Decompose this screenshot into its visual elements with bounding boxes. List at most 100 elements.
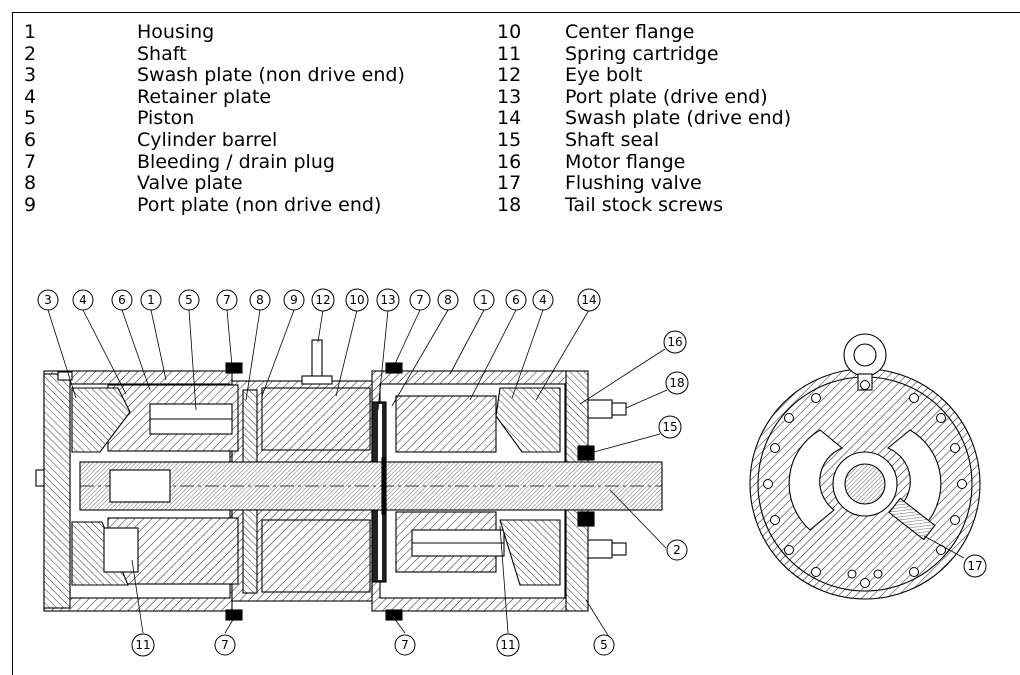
callout-badge: 6 — [505, 289, 527, 311]
callout-badge: 18 — [665, 371, 689, 395]
legend-number: 3 — [24, 64, 37, 87]
svg-text:7: 7 — [416, 293, 424, 307]
legend-item: 10 Center flange — [497, 21, 917, 44]
callout-badge: 16 — [663, 330, 687, 354]
callouts-bottom: 11 7 7 11 — [131, 633, 520, 657]
callout-badge: 10 — [345, 288, 369, 312]
legend-number: 15 — [497, 128, 522, 151]
callouts-right: 16 18 15 2 5 — [593, 330, 689, 656]
callouts-top: 3 4 6 1 5 7 8 9 12 10 13 7 8 1 6 4 14 — [37, 288, 601, 312]
callout-badge: 1 — [140, 289, 162, 311]
legend-label: Port plate (drive end) — [565, 85, 768, 108]
cross-section-view — [35, 309, 668, 646]
legend-item: 9 Port plate (non drive end) — [24, 193, 464, 217]
svg-text:4: 4 — [539, 293, 547, 307]
svg-text:5: 5 — [185, 293, 193, 307]
svg-text:17: 17 — [967, 559, 982, 573]
svg-text:3: 3 — [44, 293, 52, 307]
legend-item: 5 Piston — [24, 108, 464, 130]
legend-number: 1 — [24, 21, 37, 43]
legend-number: 7 — [24, 150, 37, 173]
callout-badge: 13 — [376, 288, 400, 312]
legend-label: Eye bolt — [565, 64, 643, 87]
svg-text:8: 8 — [256, 293, 264, 307]
svg-text:15: 15 — [662, 420, 677, 434]
svg-text:18: 18 — [669, 376, 684, 390]
legend-number: 2 — [24, 42, 37, 65]
legend-label: Flushing valve — [565, 172, 702, 195]
legend-number: 8 — [24, 172, 37, 195]
callout-badge: 7 — [409, 289, 431, 311]
drawing-frame — [12, 12, 1020, 675]
svg-text:1: 1 — [147, 293, 155, 307]
callout-badge: 4 — [72, 289, 94, 311]
svg-text:14: 14 — [581, 293, 596, 307]
callout-badge: 7 — [394, 634, 416, 656]
legend-label: Cylinder barrel — [137, 128, 278, 151]
callout-badge: 4 — [532, 289, 554, 311]
svg-text:12: 12 — [315, 293, 330, 307]
legend-item: 7 Bleeding / drain plug — [24, 150, 464, 174]
legend-number: 11 — [497, 42, 522, 65]
legend-label: Swash plate (non drive end) — [137, 64, 405, 87]
svg-text:7: 7 — [401, 638, 409, 652]
callout-badge: 12 — [311, 288, 335, 312]
callout-badge: 7 — [216, 289, 238, 311]
callout-badge: 11 — [496, 633, 520, 657]
legend-number: 16 — [497, 150, 522, 173]
legend-number: 14 — [497, 107, 522, 130]
end-view — [749, 333, 981, 600]
legend-label: Piston — [137, 107, 195, 130]
callout-badge: 5 — [593, 634, 615, 656]
svg-text:10: 10 — [349, 293, 364, 307]
legend-label: Retainer plate — [137, 85, 272, 108]
callout-badge: 9 — [283, 289, 305, 311]
svg-text:7: 7 — [221, 638, 229, 652]
callout-badge: 8 — [249, 289, 271, 311]
legend-item: 3 Swash plate (non drive end) — [24, 65, 464, 87]
svg-text:9: 9 — [290, 293, 298, 307]
callout-badge: 7 — [214, 634, 236, 656]
legend-label: Motor flange — [565, 150, 686, 173]
legend-number: 5 — [24, 107, 37, 130]
legend-number: 10 — [497, 21, 522, 43]
legend-label: Center flange — [565, 21, 695, 43]
legend-number: 9 — [24, 193, 37, 216]
callout-badge: 5 — [178, 289, 200, 311]
bolt-holes — [763, 380, 967, 588]
svg-text:8: 8 — [444, 293, 452, 307]
legend-label: Shaft seal — [565, 128, 660, 151]
callout-badge: 14 — [577, 288, 601, 312]
svg-text:13: 13 — [380, 293, 395, 307]
callout-badge: 2 — [666, 539, 688, 561]
legend-item: 4 Retainer plate — [24, 85, 464, 109]
legend-label: Valve plate — [137, 172, 243, 195]
legend-item: 8 Valve plate — [24, 173, 464, 195]
callout-badge: 6 — [111, 289, 133, 311]
legend-number: 4 — [24, 85, 37, 108]
svg-text:16: 16 — [667, 335, 682, 349]
callout-badge: 3 — [37, 289, 59, 311]
svg-text:4: 4 — [79, 293, 87, 307]
legend-number: 18 — [497, 193, 522, 216]
svg-text:11: 11 — [500, 638, 515, 652]
callout-badge: 17 — [963, 554, 987, 578]
callouts-end-view: 17 — [963, 554, 987, 578]
legend-label: Bleeding / drain plug — [137, 150, 335, 173]
legend-label: Port plate (non drive end) — [137, 193, 382, 216]
callout-badge: 11 — [131, 633, 155, 657]
svg-text:7: 7 — [223, 293, 231, 307]
svg-text:6: 6 — [118, 293, 126, 307]
